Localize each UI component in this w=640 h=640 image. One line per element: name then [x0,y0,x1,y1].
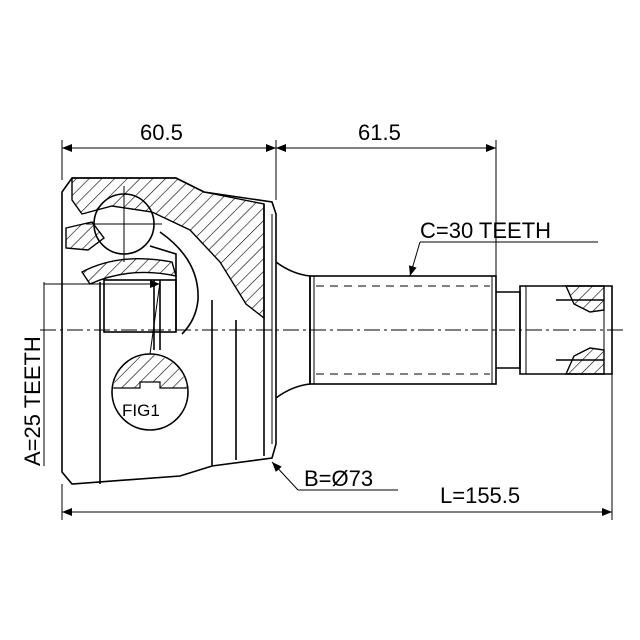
dimension-60-5: 60.5 [140,120,183,145]
spline-c-leader [408,241,598,277]
inner-spline-box [103,279,177,333]
dimension-length-l: L=155.5 [440,483,520,508]
spline-c-teeth-label: C=30 TEETH [420,218,551,243]
diameter-b-leader [271,461,398,491]
spline-a-teeth-label: A=25 TEETH [20,336,45,466]
ball-groove-hatch [65,221,105,251]
diameter-b-label: B=Ø73 [304,466,373,491]
housing-section-hatch [71,177,265,320]
splined-shaft [309,275,497,385]
fig1-callout [111,281,189,431]
bottom-dimension-line [61,372,613,520]
threaded-end [496,285,613,375]
dimension-61-5: 61.5 [358,120,401,145]
top-dimension-lines [61,140,497,278]
spline-a-leader [43,280,160,466]
fig1-label: FIG1 [122,401,160,420]
